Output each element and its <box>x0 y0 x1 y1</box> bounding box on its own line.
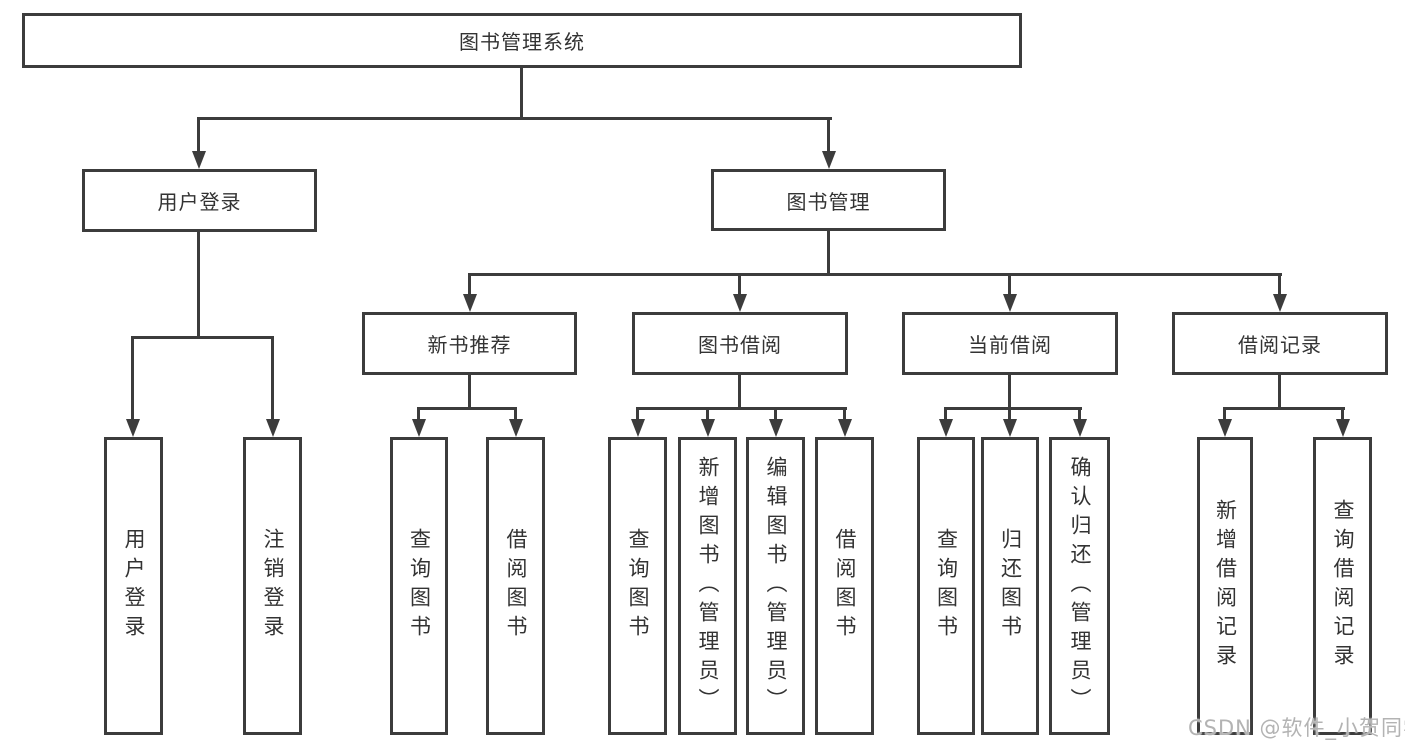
connector <box>197 232 200 339</box>
node-borrow-records: 借阅记录 <box>1172 312 1388 375</box>
leaf-borrow-book-recommend: 借阅图书 <box>486 437 545 735</box>
node-user-login: 用户登录 <box>82 169 317 232</box>
connector <box>417 407 517 410</box>
connector <box>944 407 1082 410</box>
node-label: 借阅记录 <box>1238 333 1322 357</box>
connector <box>774 407 777 423</box>
connector <box>1278 273 1281 298</box>
connector <box>827 231 830 276</box>
leaf-return-book: 归还图书 <box>981 437 1039 735</box>
arrow-down-icon <box>1003 294 1017 312</box>
leaf-user-login: 用户登录 <box>104 437 163 735</box>
arrow-down-icon <box>631 419 645 437</box>
arrow-down-icon <box>192 151 206 169</box>
connector <box>468 273 1282 276</box>
leaf-label: 查询图书 <box>407 528 432 644</box>
connector <box>468 375 471 410</box>
connector <box>1278 375 1281 410</box>
leaf-query-book-recommend: 查询图书 <box>390 437 448 735</box>
connector <box>1223 407 1226 423</box>
connector <box>1078 407 1081 423</box>
arrow-down-icon <box>1336 419 1350 437</box>
arrow-down-icon <box>126 419 140 437</box>
connector <box>738 273 741 298</box>
arrow-down-icon <box>838 419 852 437</box>
leaf-label: 用户登录 <box>122 528 146 644</box>
node-label: 图书借阅 <box>698 333 782 357</box>
connector <box>636 407 847 410</box>
leaf-label: 查询图书 <box>626 528 650 644</box>
node-label: 用户登录 <box>157 190 242 214</box>
leaf-query-book-current: 查询图书 <box>917 437 975 735</box>
arrow-down-icon <box>769 419 783 437</box>
connector <box>843 407 846 423</box>
connector <box>1008 407 1011 423</box>
arrow-down-icon <box>733 294 747 312</box>
leaf-query-book-borrow: 查询图书 <box>608 437 667 735</box>
connector <box>1008 273 1011 298</box>
connector <box>706 407 709 423</box>
leaf-label: 借阅图书 <box>504 528 528 644</box>
connector <box>197 117 200 153</box>
node-label: 新书推荐 <box>427 333 512 357</box>
node-label: 图书管理 <box>786 189 871 214</box>
leaf-confirm-return-admin: 确认归还（管理员） <box>1049 437 1110 735</box>
node-new-book-recommend: 新书推荐 <box>362 312 577 375</box>
connector <box>944 407 947 423</box>
node-root-library-system: 图书管理系统 <box>22 13 1022 68</box>
leaf-query-borrow-record: 查询借阅记录 <box>1313 437 1372 735</box>
connector <box>468 273 471 298</box>
arrow-down-icon <box>509 419 523 437</box>
node-label: 图书管理系统 <box>459 30 585 54</box>
arrow-down-icon <box>822 151 836 169</box>
connector <box>520 68 523 120</box>
leaf-label: 确认归还（管理员） <box>1068 455 1092 717</box>
leaf-label: 查询借阅记录 <box>1331 499 1355 673</box>
leaf-label: 注销登录 <box>261 528 285 644</box>
leaf-label: 新增借阅记录 <box>1213 499 1238 673</box>
connector <box>131 336 274 339</box>
node-current-borrow: 当前借阅 <box>902 312 1118 375</box>
leaf-label: 归还图书 <box>998 528 1023 644</box>
leaf-label: 借阅图书 <box>833 528 857 644</box>
connector <box>514 407 517 423</box>
arrow-down-icon <box>463 294 477 312</box>
arrow-down-icon <box>1218 419 1232 437</box>
connector <box>1223 407 1345 410</box>
arrow-down-icon <box>266 419 280 437</box>
connector <box>827 117 830 153</box>
node-book-management: 图书管理 <box>711 169 946 231</box>
arrow-down-icon <box>1273 294 1287 312</box>
connector <box>1341 407 1344 423</box>
connector <box>636 407 639 423</box>
leaf-add-borrow-record: 新增借阅记录 <box>1197 437 1253 735</box>
leaf-label: 查询图书 <box>934 528 959 644</box>
connector <box>417 407 420 423</box>
connector <box>1008 375 1011 410</box>
arrow-down-icon <box>939 419 953 437</box>
node-label: 当前借阅 <box>968 333 1052 357</box>
arrow-down-icon <box>701 419 715 437</box>
leaf-borrow-book: 借阅图书 <box>815 437 874 735</box>
arrow-down-icon <box>1073 419 1087 437</box>
arrow-down-icon <box>412 419 426 437</box>
node-book-borrow: 图书借阅 <box>632 312 848 375</box>
connector <box>197 117 832 120</box>
csdn-watermark: CSDN @软件_小贺同学 <box>1188 716 1405 740</box>
connector <box>131 336 134 423</box>
connector <box>738 375 741 410</box>
connector <box>271 336 274 423</box>
leaf-add-book-admin: 新增图书（管理员） <box>678 437 737 735</box>
arrow-down-icon <box>1003 419 1017 437</box>
leaf-edit-book-admin: 编辑图书（管理员） <box>746 437 805 735</box>
leaf-label: 编辑图书（管理员） <box>764 455 788 717</box>
leaf-label: 新增图书（管理员） <box>696 455 720 717</box>
leaf-logout: 注销登录 <box>243 437 302 735</box>
